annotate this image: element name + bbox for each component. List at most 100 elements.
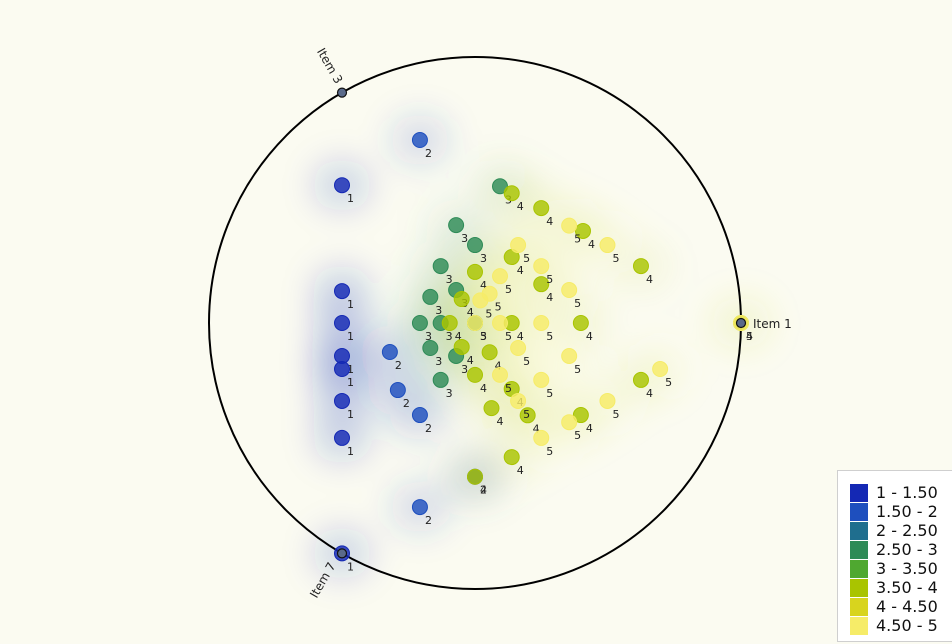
data-point-label: 3 — [461, 232, 468, 245]
data-point-label: 2 — [425, 147, 432, 160]
data-point — [599, 237, 616, 254]
data-point — [453, 291, 470, 308]
data-point-label: 5 — [574, 363, 581, 376]
data-point — [472, 292, 489, 309]
data-point-label: 1 — [347, 445, 354, 458]
legend-item: 1.50 - 2 — [850, 502, 952, 521]
data-point-label: 5 — [574, 429, 581, 442]
data-point-label: 5 — [485, 307, 492, 320]
data-point-label: 5 — [523, 252, 530, 265]
data-point-label: 4 — [746, 330, 753, 343]
data-point — [441, 315, 458, 331]
data-point-label: 4 — [646, 273, 653, 286]
data-point-label: 2 — [403, 397, 410, 410]
data-point — [561, 282, 578, 299]
legend-swatch — [850, 597, 868, 616]
data-point — [574, 222, 591, 239]
data-point-label: 3 — [446, 330, 453, 343]
data-point — [572, 315, 589, 331]
data-point — [483, 400, 500, 417]
data-point — [411, 315, 428, 331]
data-point — [503, 449, 520, 466]
legend-label: 1.50 - 2 — [876, 501, 938, 521]
data-point — [599, 392, 616, 409]
data-point — [432, 258, 449, 275]
data-point-label: 3 — [480, 330, 487, 343]
data-point — [561, 217, 578, 234]
data-point-label: 3 — [435, 355, 442, 368]
data-point-label: 3 — [446, 387, 453, 400]
data-point — [492, 366, 509, 383]
data-point-label: 5 — [480, 330, 487, 343]
data-point-label: 5 — [574, 297, 581, 310]
data-point — [533, 276, 550, 293]
data-point — [510, 392, 527, 409]
legend-swatch — [850, 521, 868, 540]
data-point-label: 4 — [588, 238, 595, 251]
legend-item: 1 - 1.50 — [850, 483, 952, 502]
data-point — [572, 407, 589, 424]
data-point — [411, 499, 428, 516]
legend-label: 2.50 - 3 — [876, 539, 938, 559]
data-point-label: 4 — [455, 330, 462, 343]
data-point-label: 2 — [425, 422, 432, 435]
data-point-label: 5 — [612, 252, 619, 265]
data-point-label: 5 — [546, 387, 553, 400]
data-point-label: 3 — [480, 252, 487, 265]
data-point — [503, 185, 520, 202]
anchor-label: Item 1 — [753, 317, 792, 331]
data-point-label: 5 — [505, 382, 512, 395]
data-point — [334, 177, 350, 194]
data-point-label: 4 — [496, 415, 503, 428]
legend-item: 3.50 - 4 — [850, 578, 952, 597]
data-point — [467, 315, 483, 331]
legend-swatch — [850, 483, 868, 502]
data-point — [334, 361, 350, 378]
legend-label: 2 - 2.50 — [876, 520, 938, 540]
legend-label: 3.50 - 4 — [876, 577, 938, 597]
data-point-label: 4 — [467, 354, 474, 367]
data-point-label: 5 — [746, 330, 753, 343]
legend-label: 4.50 - 5 — [876, 615, 938, 635]
data-point — [381, 343, 398, 360]
data-point-label: 4 — [586, 422, 593, 435]
data-point-label: 4 — [517, 264, 524, 277]
data-point-label: 4 — [517, 464, 524, 477]
data-point — [481, 344, 498, 361]
data-point-label: 4 — [546, 215, 553, 228]
data-point-label: 5 — [612, 408, 619, 421]
data-point-label: 4 — [467, 306, 474, 319]
data-point — [533, 429, 550, 446]
data-point-label: 5 — [665, 376, 672, 389]
data-point-label: 2 — [395, 359, 402, 372]
data-point — [432, 371, 449, 388]
data-point — [334, 283, 350, 300]
data-point-label: 4 — [517, 200, 524, 213]
legend-swatch — [850, 559, 868, 578]
legend-item: 2 - 2.50 — [850, 521, 952, 540]
legend-swatch — [850, 540, 868, 559]
data-point-label: 5 — [495, 301, 502, 314]
data-point — [467, 263, 483, 280]
data-point — [389, 382, 406, 399]
anchor-marker — [336, 548, 348, 559]
data-point-label: 5 — [505, 283, 512, 296]
anchor-marker — [735, 317, 747, 329]
data-point-label: 5 — [505, 330, 512, 343]
data-point — [334, 315, 350, 331]
data-point-label: 4 — [480, 382, 487, 395]
data-point — [632, 258, 649, 275]
anchor-label: Item 7 — [307, 560, 339, 601]
data-point-label: 3 — [446, 273, 453, 286]
data-point-label: 5 — [523, 355, 530, 368]
data-point — [561, 414, 578, 431]
data-point-label: 5 — [523, 408, 530, 421]
data-point-label: 5 — [546, 445, 553, 458]
data-point-label: 5 — [546, 273, 553, 286]
legend-item: 4 - 4.50 — [850, 597, 952, 616]
legend-label: 3 - 3.50 — [876, 558, 938, 578]
data-point — [561, 347, 578, 364]
data-point — [334, 392, 350, 409]
